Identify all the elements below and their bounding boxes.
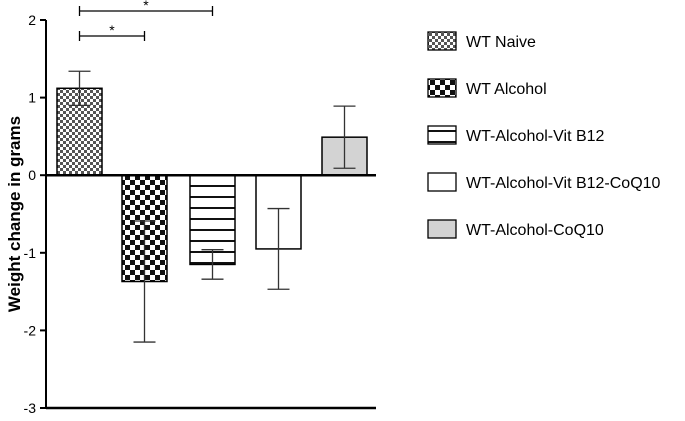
legend-swatch-3 — [427, 125, 457, 145]
y-tick-label: 2 — [28, 12, 36, 28]
plot-area: 2 1 0 -1 -2 -3 Weight change in grams * * — [5, 0, 376, 416]
legend-swatch-4 — [427, 172, 457, 192]
legend-label-5: WT-Alcohol-CoQ10 — [466, 222, 604, 239]
significance-label: * — [143, 0, 149, 13]
significance-label: * — [109, 22, 115, 38]
legend-swatch-1 — [427, 31, 457, 51]
legend-label-2: WT Alcohol — [466, 81, 547, 98]
y-tick-label: 0 — [28, 167, 36, 183]
y-tick-label: -1 — [24, 245, 37, 261]
legend-label-1: WT Naive — [466, 34, 536, 51]
y-axis-label: Weight change in grams — [5, 116, 24, 312]
y-tick-label: -3 — [24, 400, 37, 416]
y-tick-label: 1 — [28, 90, 36, 106]
legend-label-3: WT-Alcohol-Vit B12 — [466, 128, 605, 145]
legend-label-4: WT-Alcohol-Vit B12-CoQ10 — [466, 175, 661, 192]
legend-swatch-5 — [427, 219, 457, 239]
y-tick-label: -2 — [24, 322, 37, 338]
legend-swatch-2 — [427, 78, 457, 98]
